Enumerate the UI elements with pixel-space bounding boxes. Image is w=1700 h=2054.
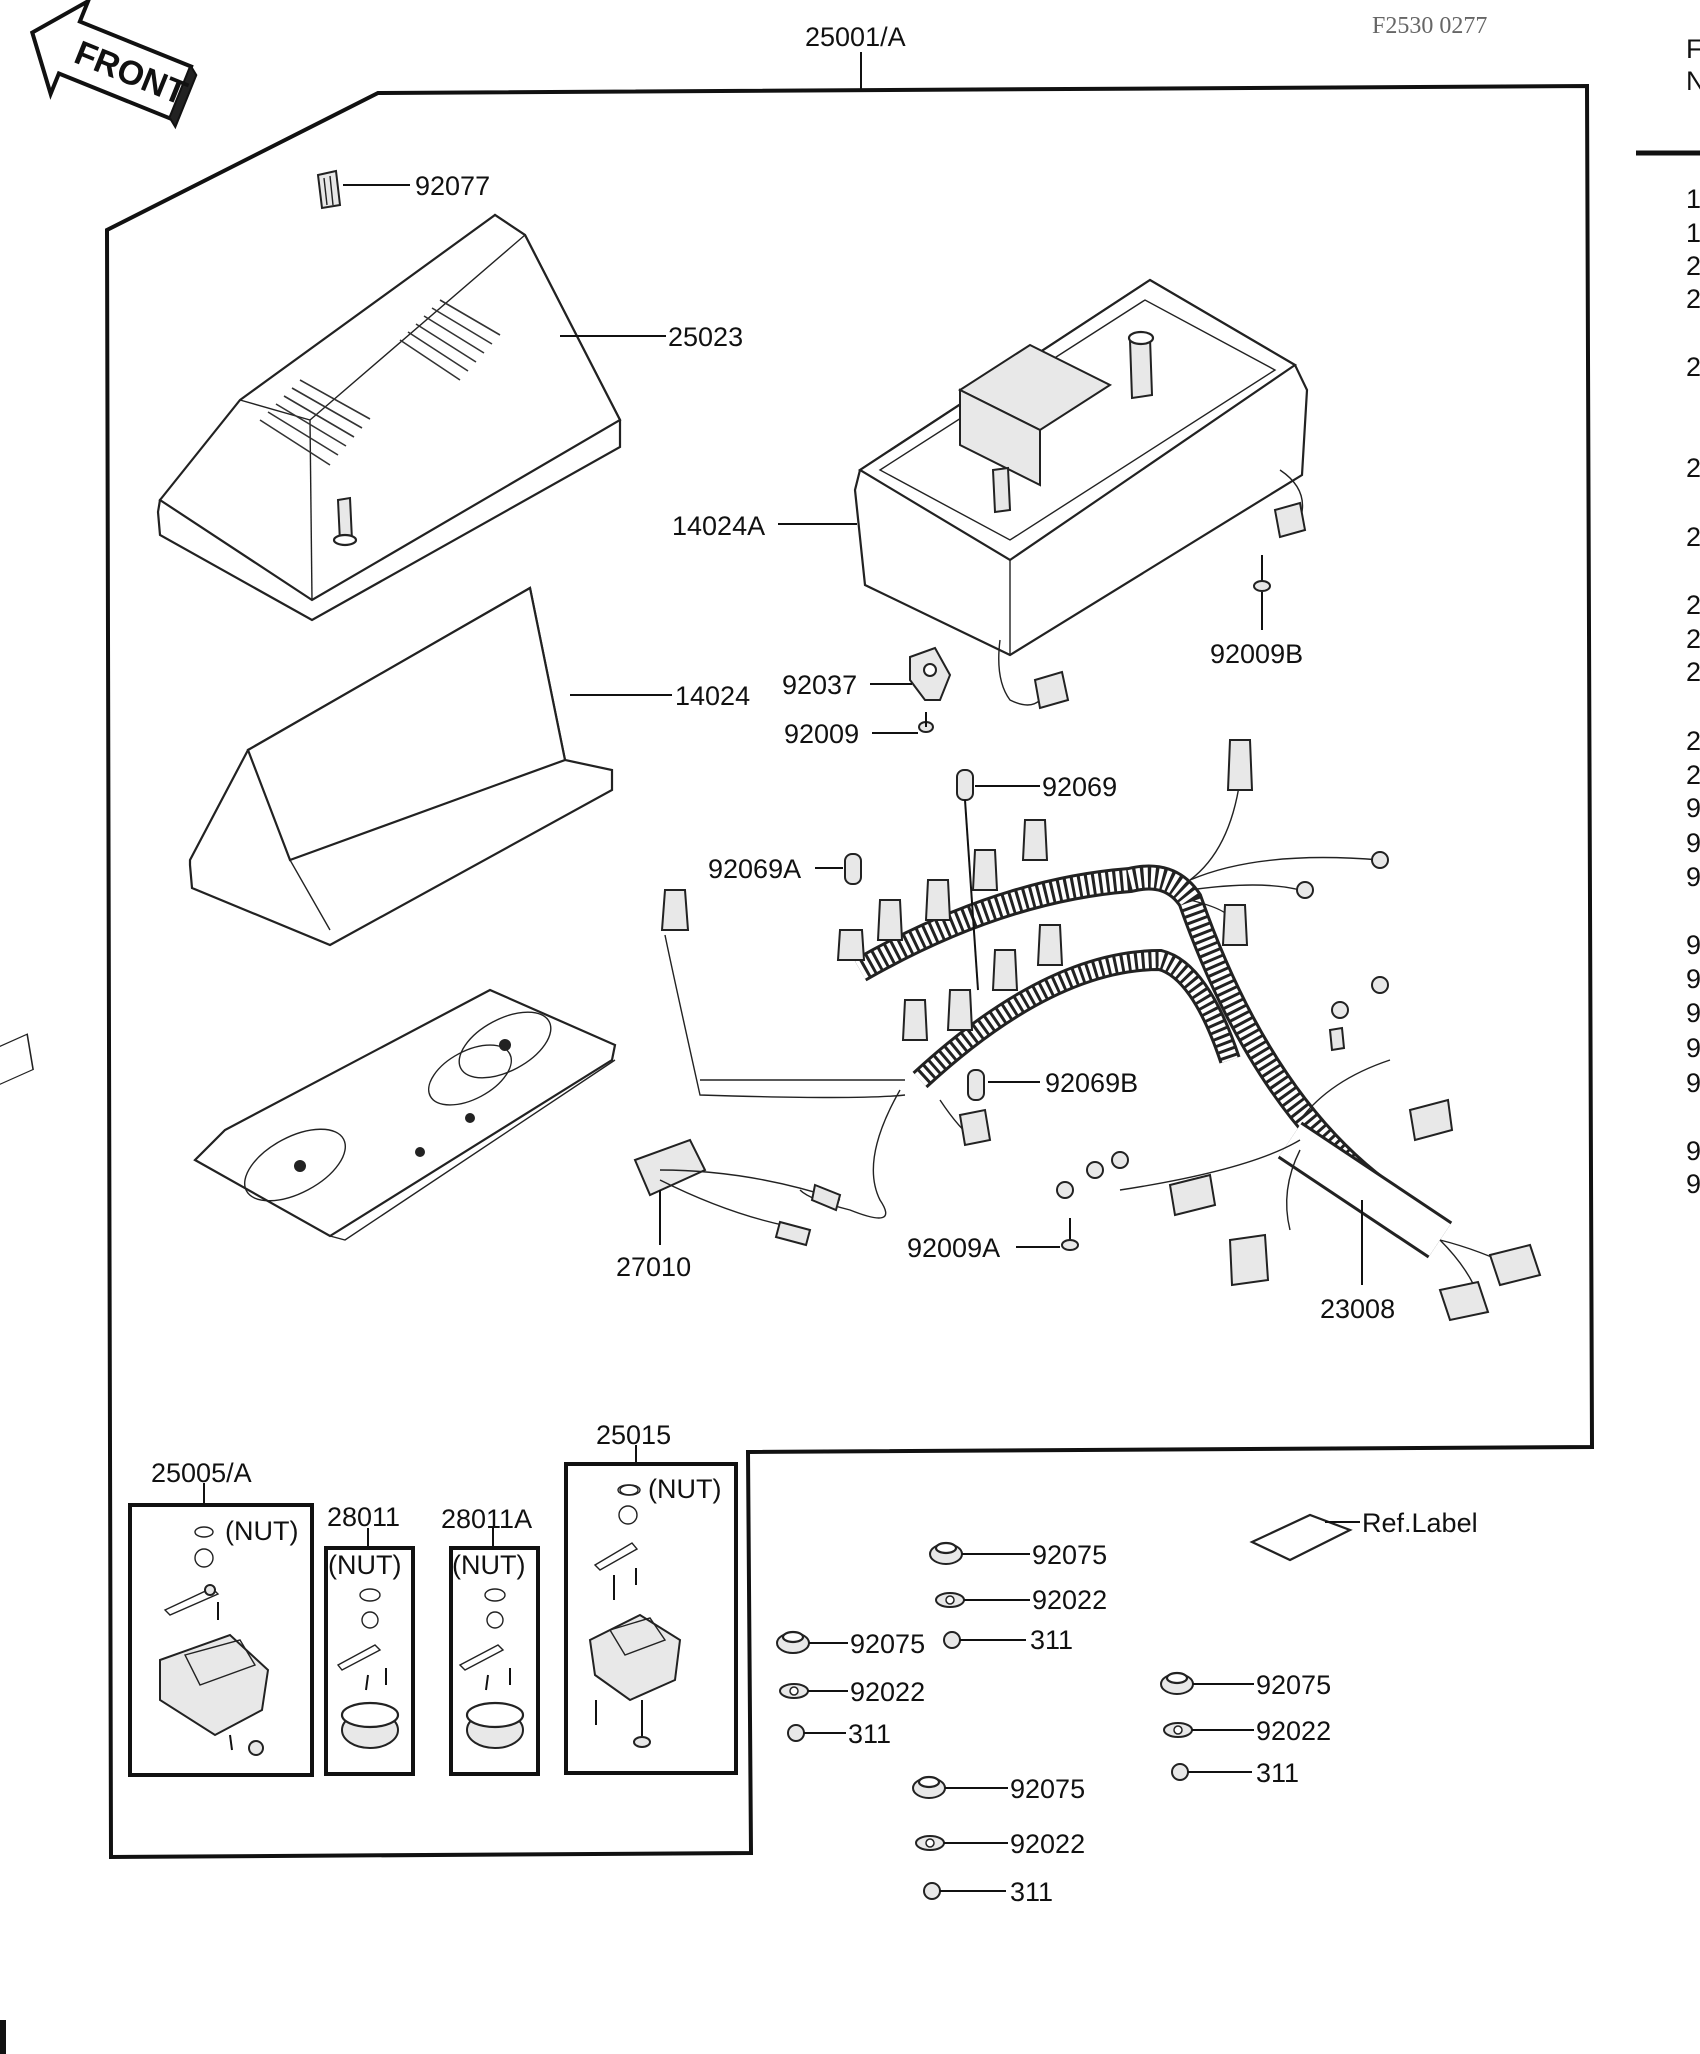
- callout-28011: 28011: [327, 1502, 400, 1532]
- callout-25001A: 25001/A: [805, 22, 906, 52]
- bulb-92069B: [967, 1069, 1040, 1101]
- subassembly-box-25015: [564, 1445, 738, 1775]
- gauge-face-panel: [0, 988, 617, 1241]
- hw2-nut-label: 311: [848, 1719, 891, 1749]
- wiring-harness-23008: [660, 739, 1542, 1322]
- svg-text:2: 2: [1686, 522, 1700, 552]
- svg-text:1: 1: [1686, 184, 1700, 214]
- hw2-grommet-label: 92075: [850, 1629, 925, 1659]
- clamp-92037: [870, 646, 952, 701]
- svg-text:2: 2: [1686, 726, 1700, 756]
- svg-text:9: 9: [1686, 930, 1700, 960]
- svg-text:2: 2: [1686, 590, 1700, 620]
- hardware-group-1: [929, 1541, 1030, 1649]
- hw1-washer-label: 92022: [1032, 1585, 1107, 1615]
- hw1-nut-label: 311: [1030, 1625, 1073, 1655]
- svg-text:9: 9: [1686, 828, 1700, 858]
- hardware-group-2: [776, 1630, 848, 1742]
- callout-25005A: 25005/A: [151, 1458, 252, 1488]
- nut-label-25015: (NUT): [648, 1474, 721, 1504]
- subassembly-box-25005A: [128, 1483, 314, 1777]
- cut-off-right-column: F N 1 1 2 2 2 2 2 2 2 2 2 2 9 9 9 9 9 9 …: [1636, 34, 1700, 1199]
- callout-92077: 92077: [415, 171, 490, 201]
- callout-27010: 27010: [616, 1252, 691, 1282]
- svg-text:F: F: [1686, 34, 1700, 64]
- page-edge-mark: [0, 2020, 6, 2054]
- nut-icon: [617, 1484, 639, 1496]
- callout-23008: 23008: [1320, 1294, 1395, 1324]
- cover-25023: [156, 213, 666, 622]
- svg-text:N: N: [1686, 66, 1700, 96]
- svg-text:2: 2: [1686, 284, 1700, 314]
- meter-housing-14024A: [778, 278, 1309, 710]
- svg-text:2: 2: [1686, 453, 1700, 483]
- callout-14024A: 14024A: [672, 511, 765, 541]
- svg-text:1: 1: [1686, 218, 1700, 248]
- hw3-grommet-label: 92075: [1256, 1670, 1331, 1700]
- figure-code: F2530 0277: [1372, 13, 1487, 39]
- screw-92009A: [1016, 1218, 1079, 1251]
- callout-92009B: 92009B: [1210, 639, 1303, 669]
- callout-14024: 14024: [675, 681, 750, 711]
- bulb-92069: [956, 769, 1040, 991]
- front-arrow-icon: FRONT: [29, 0, 198, 130]
- hardware-group-3: [1160, 1671, 1254, 1781]
- svg-text:9: 9: [1686, 998, 1700, 1028]
- bulb-92069A: [815, 853, 862, 885]
- svg-text:2: 2: [1686, 352, 1700, 382]
- callout-92037: 92037: [782, 670, 857, 700]
- hw4-nut-label: 311: [1010, 1877, 1053, 1907]
- svg-text:9: 9: [1686, 862, 1700, 892]
- subassembly-box-28011A: [449, 1528, 540, 1776]
- svg-text:2: 2: [1686, 251, 1700, 281]
- svg-text:9: 9: [1686, 1033, 1700, 1063]
- ref-label-icon: [1249, 1513, 1360, 1562]
- callout-28011A: 28011A: [441, 1504, 532, 1534]
- svg-text:9: 9: [1686, 793, 1700, 823]
- svg-text:9: 9: [1686, 1068, 1700, 1098]
- callout-25015: 25015: [596, 1420, 671, 1450]
- callout-ref-label: Ref.Label: [1362, 1508, 1478, 1538]
- callout-92069A: 92069A: [708, 854, 801, 884]
- knob-92077: [316, 169, 410, 210]
- svg-text:2: 2: [1686, 657, 1700, 687]
- svg-text:9: 9: [1686, 1136, 1700, 1166]
- callout-25023: 25023: [668, 322, 743, 352]
- nut-label-28011: (NUT): [328, 1550, 401, 1580]
- hardware-group-4: [912, 1775, 1008, 1900]
- switch-27010: [633, 1138, 842, 1247]
- nut-label-28011A: (NUT): [452, 1550, 525, 1580]
- subassembly-box-28011: [324, 1528, 415, 1776]
- svg-text:2: 2: [1686, 760, 1700, 790]
- hw1-grommet-label: 92075: [1032, 1540, 1107, 1570]
- hw2-washer-label: 92022: [850, 1677, 925, 1707]
- svg-text:2: 2: [1686, 624, 1700, 654]
- visor-14024: [188, 586, 672, 947]
- screw-92009: [872, 712, 934, 734]
- callout-92009: 92009: [784, 719, 859, 749]
- callout-92069: 92069: [1042, 772, 1117, 802]
- hw3-washer-label: 92022: [1256, 1716, 1331, 1746]
- hw4-grommet-label: 92075: [1010, 1774, 1085, 1804]
- svg-text:9: 9: [1686, 964, 1700, 994]
- assembly-outline-25001A: [104, 83, 1595, 1860]
- svg-text:9: 9: [1686, 1169, 1700, 1199]
- screw-92009B: [1253, 555, 1271, 630]
- nut-label-25005A: (NUT): [225, 1516, 298, 1546]
- callout-92069B: 92069B: [1045, 1068, 1138, 1098]
- callout-92009A: 92009A: [907, 1233, 1000, 1263]
- hw4-washer-label: 92022: [1010, 1829, 1085, 1859]
- hw3-nut-label: 311: [1256, 1758, 1299, 1788]
